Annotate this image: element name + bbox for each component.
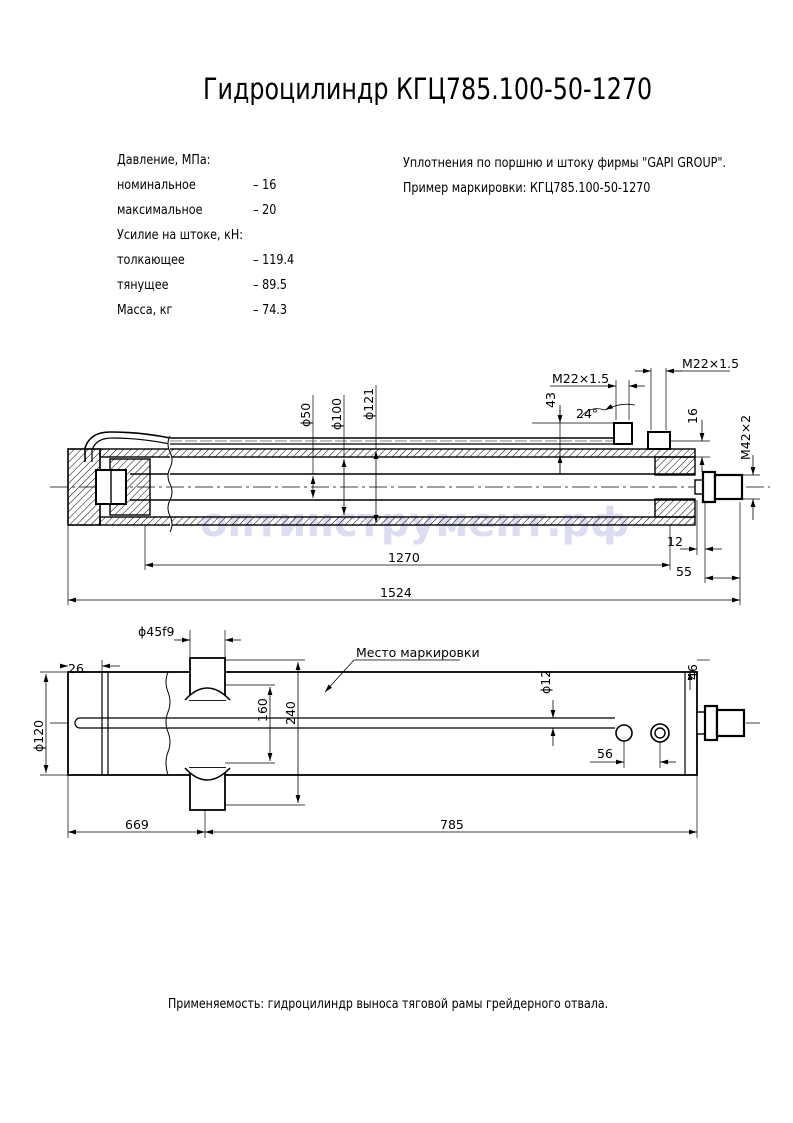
dim-trunnion-diameter: ϕ45f9	[138, 624, 175, 639]
dim-160: 160	[255, 698, 270, 722]
spec-label: максимальное	[117, 203, 203, 218]
note-seals: Уплотнения по поршню и штоку фирмы "GAPI…	[403, 156, 727, 171]
dim-bore-diameter: ϕ100	[329, 398, 344, 430]
plan-view	[40, 630, 760, 838]
spec-value: – 16	[253, 178, 277, 193]
spec-value: – 20	[253, 203, 277, 218]
dim-stroke: 1270	[388, 550, 420, 565]
section-view	[50, 368, 770, 605]
dim-rod-diameter: ϕ50	[298, 403, 313, 427]
note-marking: Пример маркировки: КГЦ785.100-50-1270	[403, 181, 651, 196]
dim-angle: 24°	[576, 406, 598, 421]
dim-port-diameter: ϕ12	[538, 670, 553, 694]
dim-tube-outer-diameter: ϕ120	[31, 720, 46, 752]
spec-value: – 89.5	[253, 278, 288, 293]
spec-label: тянущее	[117, 278, 169, 293]
marking-place-label: Место маркировки	[356, 645, 480, 660]
spec-value: – 119.4	[253, 253, 295, 268]
applicability-note: Применяемость: гидроцилиндр выноса тягов…	[168, 997, 609, 1012]
dim-785: 785	[440, 817, 464, 832]
drawing-title: Гидроцилиндр КГЦ785.100-50-1270	[203, 72, 653, 106]
dim-26: 26	[68, 661, 84, 676]
dim-46: 46	[685, 664, 700, 680]
dim-port-thread-2: M22×1.5	[682, 356, 739, 371]
spec-label: Усилие на штоке, кН:	[117, 228, 244, 243]
section-dimensions: ϕ50 ϕ100 ϕ121 M22×1.5 M22×1.5 43 24° 16 …	[298, 356, 753, 600]
spec-label: Масса, кг	[117, 303, 173, 318]
spec-label: Давление, МПа:	[117, 153, 211, 168]
dim-total-length: 1524	[380, 585, 412, 600]
dim-port-thread-1: M22×1.5	[552, 371, 609, 386]
plan-dimensions: ϕ45f9 26 ϕ120 160 240 ϕ12 56 46 669 785 …	[31, 624, 700, 832]
dim-12: 12	[667, 534, 683, 549]
dim-rod-thread: M42×2	[738, 415, 753, 460]
dim-16: 16	[685, 408, 700, 424]
dim-tube-diameter: ϕ121	[361, 388, 376, 420]
dim-55: 55	[676, 564, 692, 579]
dim-240: 240	[283, 701, 298, 725]
dim-669: 669	[125, 817, 149, 832]
dim-43: 43	[543, 392, 558, 408]
dim-56: 56	[597, 746, 613, 761]
spec-value: – 74.3	[253, 303, 288, 318]
spec-label: номинальное	[117, 178, 196, 193]
spec-label: толкающее	[117, 253, 185, 268]
